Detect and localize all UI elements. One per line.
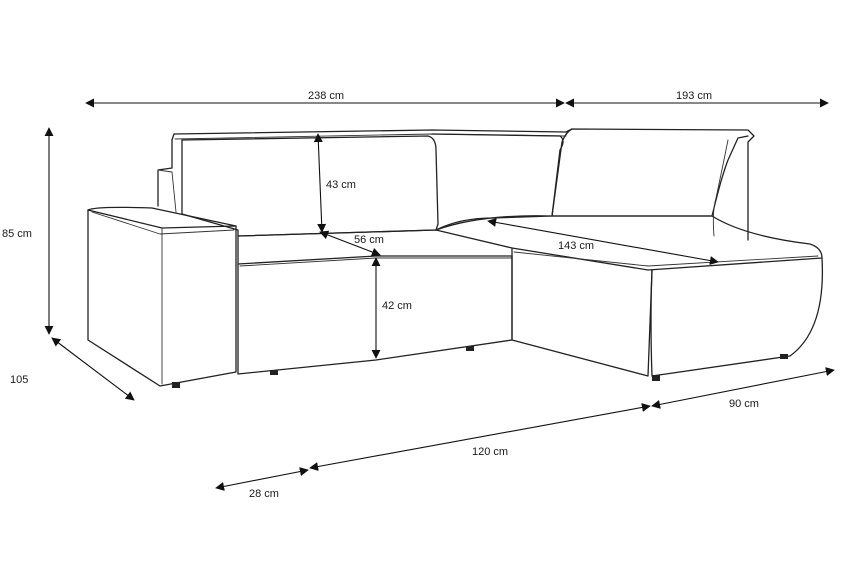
label-height: 85 cm [2, 228, 32, 240]
dimension-lines [44, 98, 835, 491]
foot-arm-left [172, 382, 180, 388]
left-side-block-top [157, 169, 177, 213]
dim-line-backrest-height [313, 133, 327, 233]
dim-line-base-depth [309, 403, 651, 471]
label-total-width: 238 cm [308, 90, 344, 102]
dim-line-arm-width [215, 467, 309, 491]
main-seat-front [237, 255, 513, 375]
back-rail [171, 128, 755, 241]
sofa-drawing [87, 128, 824, 388]
dim-line-chaise-depth [651, 367, 835, 409]
dim-line-chaise-length [487, 217, 719, 266]
label-seat-height: 42 cm [382, 300, 412, 312]
chaise-front [511, 255, 653, 377]
dim-line-depth [51, 337, 135, 401]
chaise-side [650, 257, 824, 377]
chaise-seat-piping [513, 251, 819, 267]
label-arm-width: 28 cm [249, 488, 279, 500]
chaise-back-cushion [551, 128, 749, 217]
main-seat-top [237, 229, 513, 265]
left-armrest-top [87, 206, 237, 227]
label-seat-depth: 56 cm [354, 234, 384, 246]
dimension-labels: 238 cm 193 cm 85 cm 43 cm 56 cm 143 cm 4… [2, 90, 759, 500]
foot-seat [270, 370, 278, 375]
label-depth: 105 [10, 374, 28, 386]
label-base-depth: 120 cm [472, 446, 508, 458]
foot-chaise-front [652, 375, 660, 381]
left-back-cushion [181, 135, 439, 237]
left-side-block [157, 139, 173, 207]
label-chaise-depth: 90 cm [729, 398, 759, 410]
dim-line-seat-depth [319, 230, 381, 257]
chaise-seat-top [435, 215, 823, 271]
foot-chaise-back [780, 354, 788, 359]
left-armrest-piping [91, 211, 235, 235]
label-backrest-height: 43 cm [326, 179, 356, 191]
label-chaise-width: 193 cm [676, 90, 712, 102]
foot-seat-mid [466, 346, 474, 351]
label-chaise-length: 143 cm [558, 240, 594, 252]
